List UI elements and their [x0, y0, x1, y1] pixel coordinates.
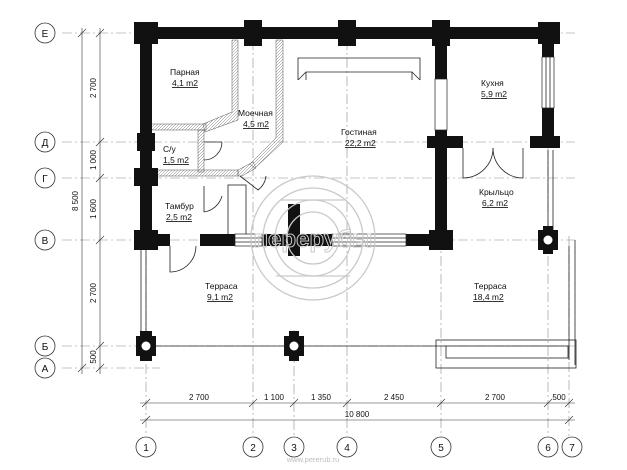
dim-left-total: 8 500 — [71, 190, 80, 211]
room-name-gostinaya: Гостиная — [341, 127, 377, 137]
axis-label-6: 6 — [545, 443, 551, 454]
room-labels: Парная 4,1 m2 Моечная 4,5 m2 С/у 1,5 m2 … — [163, 67, 514, 302]
room-name-terrace-small: Терраса — [205, 281, 238, 291]
room-area-gostinaya: 22,2 m2 — [345, 138, 376, 148]
dim-bottom-5: 2 700 — [485, 393, 506, 402]
axis-marker-3 — [283, 436, 305, 458]
axis-marker-5 — [430, 436, 452, 458]
fireplace-outline — [227, 57, 421, 236]
axis-markers-bottom: 1 2 3 4 5 6 7 — [135, 436, 583, 458]
watermark-logo: перерубы — [250, 175, 376, 301]
room-name-krylco: Крыльцо — [479, 187, 514, 197]
dim-bottom-3: 1 350 — [311, 393, 332, 402]
room-area-terrace-large: 18,4 m2 — [473, 292, 504, 302]
axis-marker-7 — [561, 436, 583, 458]
watermark-text: перерубы — [254, 226, 373, 253]
dim-bottom-total: 10 800 — [345, 410, 370, 419]
room-name-su: С/у — [163, 144, 177, 154]
dim-bottom-2: 1 100 — [264, 393, 285, 402]
room-area-su: 1,5 m2 — [163, 155, 189, 165]
room-area-kuhnya: 5,9 m2 — [481, 89, 507, 99]
bottom-dimensions: 2 700 1 100 1 350 2 450 2 700 500 10 800 — [140, 393, 575, 425]
axis-label-B: Б — [42, 342, 49, 353]
axis-marker-E — [34, 22, 56, 44]
room-area-terrace-small: 9,1 m2 — [207, 292, 233, 302]
axis-marker-V — [34, 229, 56, 251]
axis-label-1: 1 — [143, 443, 149, 454]
axis-label-3: 3 — [291, 443, 297, 454]
dim-left-5: 500 — [89, 350, 98, 364]
dim-bottom-1: 2 700 — [189, 393, 210, 402]
room-area-parnaya: 4,1 m2 — [172, 78, 198, 88]
doors — [169, 141, 524, 273]
axis-label-E: Е — [42, 29, 49, 40]
axis-marker-6 — [537, 436, 559, 458]
partitions — [145, 39, 284, 177]
axis-label-5: 5 — [438, 443, 444, 454]
room-area-tambur: 2,5 m2 — [166, 212, 192, 222]
watermark-url: www.pererub.ru — [286, 455, 340, 464]
room-name-kuhnya: Кухня — [481, 78, 504, 88]
dim-left-2: 1 000 — [89, 149, 98, 170]
axis-label-V: В — [42, 236, 49, 247]
dim-left-3: 1 600 — [89, 198, 98, 219]
axis-marker-4 — [336, 436, 358, 458]
axis-label-4: 4 — [344, 443, 350, 454]
left-dimensions: 2 700 1 000 1 600 2 700 500 8 500 — [71, 28, 105, 374]
dim-left-1: 2 700 — [89, 77, 98, 98]
axis-marker-D — [34, 131, 56, 153]
axis-markers-left: Е Д Г В Б А — [34, 22, 56, 379]
axis-marker-2 — [242, 436, 264, 458]
room-name-terrace-large: Терраса — [474, 281, 507, 291]
axis-marker-B — [34, 335, 56, 357]
axis-label-A: А — [42, 364, 49, 375]
axis-label-2: 2 — [250, 443, 256, 454]
dim-bottom-4: 2 450 — [384, 393, 405, 402]
axis-marker-1 — [135, 436, 157, 458]
axis-label-D: Д — [42, 138, 49, 149]
axis-label-7: 7 — [569, 443, 575, 454]
room-area-moechnaya: 4,5 m2 — [243, 119, 269, 129]
axis-marker-G — [34, 167, 56, 189]
dim-bottom-6: 500 — [552, 393, 566, 402]
room-area-krylco: 6,2 m2 — [482, 198, 508, 208]
dim-left-4: 2 700 — [89, 282, 98, 303]
axis-marker-A — [34, 357, 56, 379]
axis-label-G: Г — [42, 174, 48, 185]
room-name-tambur: Тамбур — [165, 201, 194, 211]
room-name-moechnaya: Моечная — [238, 108, 273, 118]
room-name-parnaya: Парная — [170, 67, 200, 77]
log-walls — [134, 20, 560, 361]
